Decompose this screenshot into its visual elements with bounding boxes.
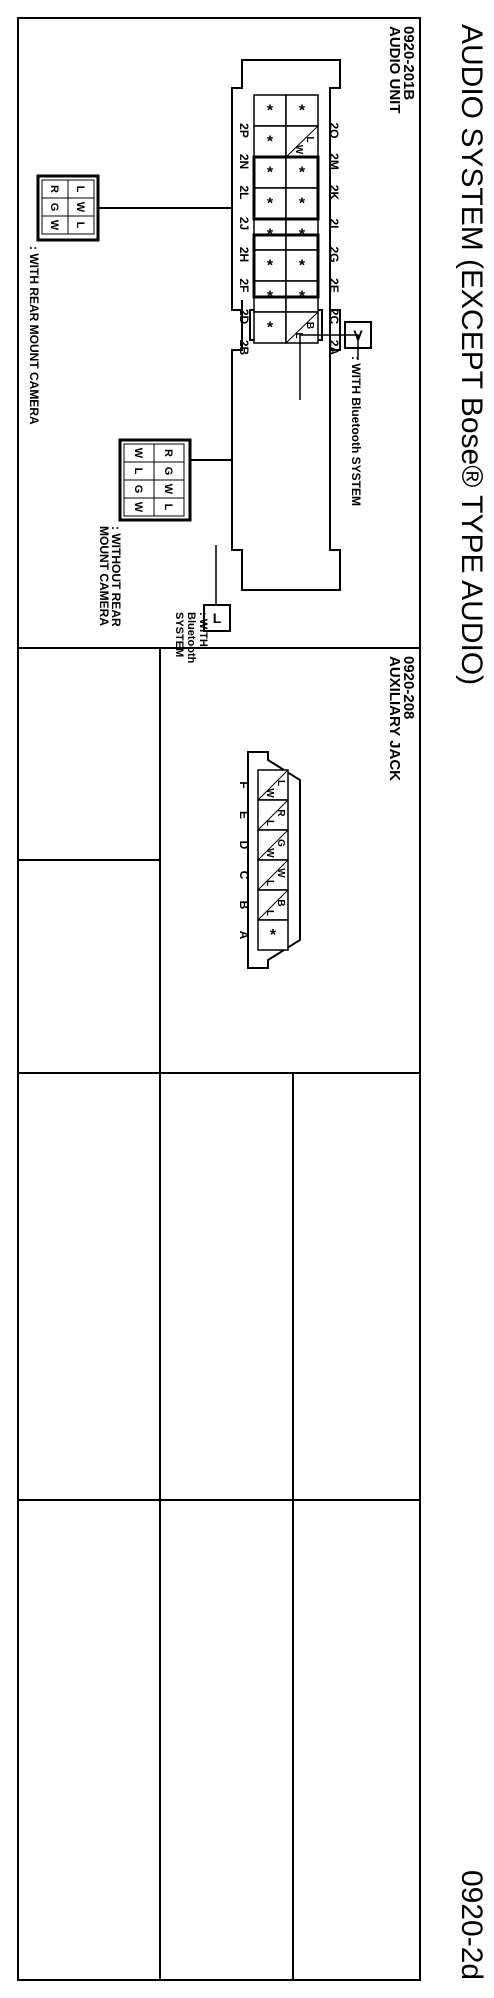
bluetooth-v-note: : WITH Bluetooth SYSTEM xyxy=(349,356,363,506)
audio-unit-pin-top: 2E xyxy=(327,278,341,293)
aux-jack-name: AUXILIARY JACK xyxy=(386,656,403,781)
audio-unit-group-1 xyxy=(252,155,320,221)
audio-unit-cell-text: * xyxy=(299,258,306,275)
aux-jack-cell-text-b: L xyxy=(264,910,275,916)
audio-unit-pin-top: 2O xyxy=(327,122,341,138)
audio-unit-connector-block: 0920-201B AUDIO UNIT ***LW***********BL … xyxy=(231,26,417,591)
audio-unit-cell xyxy=(285,94,319,127)
aux-jack-cell-text-b: L xyxy=(264,820,275,826)
audio-unit-pin-bottom: 2P xyxy=(237,123,251,138)
audio-unit-cell-text: * xyxy=(299,103,306,120)
audio-unit-cell-text-b: L xyxy=(293,332,304,338)
rear-camera-cell-text: L xyxy=(74,222,86,229)
aux-jack-pin-label: E xyxy=(237,811,251,819)
no-camera-cell-text: L xyxy=(132,468,144,475)
audio-unit-pin-top: 2K xyxy=(327,185,341,201)
audio-unit-cell xyxy=(253,94,287,127)
rear-camera-cell-text: W xyxy=(48,220,60,231)
audio-unit-pin-labels: 2O 2P 2M 2N 2K 2L 2I 2J 2G 2H 2E 2F 2C 2D 2A 2B xyxy=(237,122,341,355)
aux-jack-cell-text-b: W xyxy=(264,848,275,858)
aux-jack-pin-label: D xyxy=(237,841,251,850)
no-camera-cell xyxy=(153,497,185,517)
grid-lines xyxy=(18,647,420,1980)
no-camera-cell-text: W xyxy=(162,484,174,495)
audio-unit-pin-bottom: 2L xyxy=(237,185,251,199)
outer-frame xyxy=(17,17,421,1981)
audio-unit-cell-grid: ***LW***********BL xyxy=(252,94,320,344)
audio-unit-pin-bottom: 2H xyxy=(237,247,251,262)
audio-unit-cell-text: * xyxy=(267,196,274,213)
no-camera-cell-text: W xyxy=(132,448,144,459)
audio-unit-cell-text: * xyxy=(267,258,274,275)
audio-unit-code: 0920-201B xyxy=(400,26,417,100)
audio-unit-pin-bottom: 2F xyxy=(237,278,251,292)
no-camera-cell-text: G xyxy=(132,485,144,494)
page-code: 0920-2d xyxy=(455,1870,488,1980)
audio-unit-cell-text-a: L xyxy=(304,136,315,142)
rear-camera-cell-text: L xyxy=(74,186,86,193)
audio-unit-pin-bottom: 2J xyxy=(237,217,251,230)
aux-jack-pin-labels: F E D C B A xyxy=(237,781,251,939)
audio-unit-cell-text-a: B xyxy=(304,322,315,329)
no-camera-cell-text: L xyxy=(162,504,174,511)
audio-unit-cell-text: * xyxy=(299,196,306,213)
audio-unit-cell-text-b: W xyxy=(293,145,304,155)
aux-jack-cell-text-a: R xyxy=(275,809,286,817)
audio-unit-pin-top: 2I xyxy=(327,218,341,228)
aux-jack-cell-text-a: G xyxy=(275,839,286,847)
bluetooth-l-note-3: SYSTEM xyxy=(173,612,185,657)
audio-unit-cell-text: * xyxy=(267,165,274,182)
no-camera-note-1: : WITHOUT REAR xyxy=(109,526,123,627)
audio-unit-pin-top: 2A xyxy=(327,340,341,356)
audio-unit-cell-text: * xyxy=(267,103,274,120)
no-camera-note-2: MOUNT CAMERA xyxy=(97,526,111,626)
bluetooth-l-note-1: : WITH xyxy=(197,612,209,647)
aux-jack-code: 0920-208 xyxy=(400,656,417,719)
audio-unit-cell xyxy=(253,311,287,344)
aux-jack-pin-label: F xyxy=(237,781,251,788)
aux-jack-housing xyxy=(247,751,301,969)
aux-jack-pin-label: C xyxy=(237,871,251,880)
audio-unit-pin-top: 2M xyxy=(327,153,341,170)
no-camera-cell-text: G xyxy=(162,467,174,476)
aux-jack-pin-label: B xyxy=(237,901,251,910)
page-title: AUDIO SYSTEM (EXCEPT Bose® TYPE AUDIO) xyxy=(455,24,488,685)
bluetooth-l-label: L xyxy=(213,610,222,626)
bluetooth-v-callout: V : WITH Bluetooth SYSTEM xyxy=(299,321,372,506)
aux-jack-cell-text: * xyxy=(270,927,277,944)
aux-jack-cell xyxy=(257,919,289,951)
aux-jack-cell-text-a: W xyxy=(275,868,286,878)
audio-unit-pin-bottom: 2B xyxy=(237,340,251,356)
rear-camera-cell-text: G xyxy=(48,203,60,212)
aux-jack-cell-text-b: L xyxy=(264,880,275,886)
audio-unit-pin-top: 2G xyxy=(327,246,341,262)
audio-unit-pin-top: 2C xyxy=(327,309,341,325)
rear-camera-cell-text: W xyxy=(74,202,86,213)
no-camera-cell-text: W xyxy=(132,502,144,513)
audio-unit-name: AUDIO UNIT xyxy=(386,26,403,114)
aux-jack-cell-text-a: L xyxy=(275,780,286,786)
bluetooth-l-callout: L : WITH Bluetooth SYSTEM xyxy=(173,545,231,664)
audio-unit-cell-text: * xyxy=(299,165,306,182)
bluetooth-l-note-2: Bluetooth xyxy=(185,612,197,664)
rear-camera-cell xyxy=(67,215,95,235)
audio-unit-group-2 xyxy=(252,233,320,299)
aux-jack-pin-label: A xyxy=(237,931,251,940)
no-camera-cell-text: R xyxy=(162,449,174,457)
aux-jack-cell-text-b: W xyxy=(264,788,275,798)
aux-jack-cell-text-a: B xyxy=(275,899,286,906)
audio-unit-pin-bottom: 2D xyxy=(237,309,251,325)
audio-unit-cell-text: * xyxy=(267,134,274,151)
audio-unit-cell-text: * xyxy=(267,320,274,337)
rear-camera-cell-text: R xyxy=(48,185,60,193)
audio-unit-pin-bottom: 2N xyxy=(237,154,251,169)
rear-camera-note: : WITH REAR MOUNT CAMERA xyxy=(27,246,41,425)
